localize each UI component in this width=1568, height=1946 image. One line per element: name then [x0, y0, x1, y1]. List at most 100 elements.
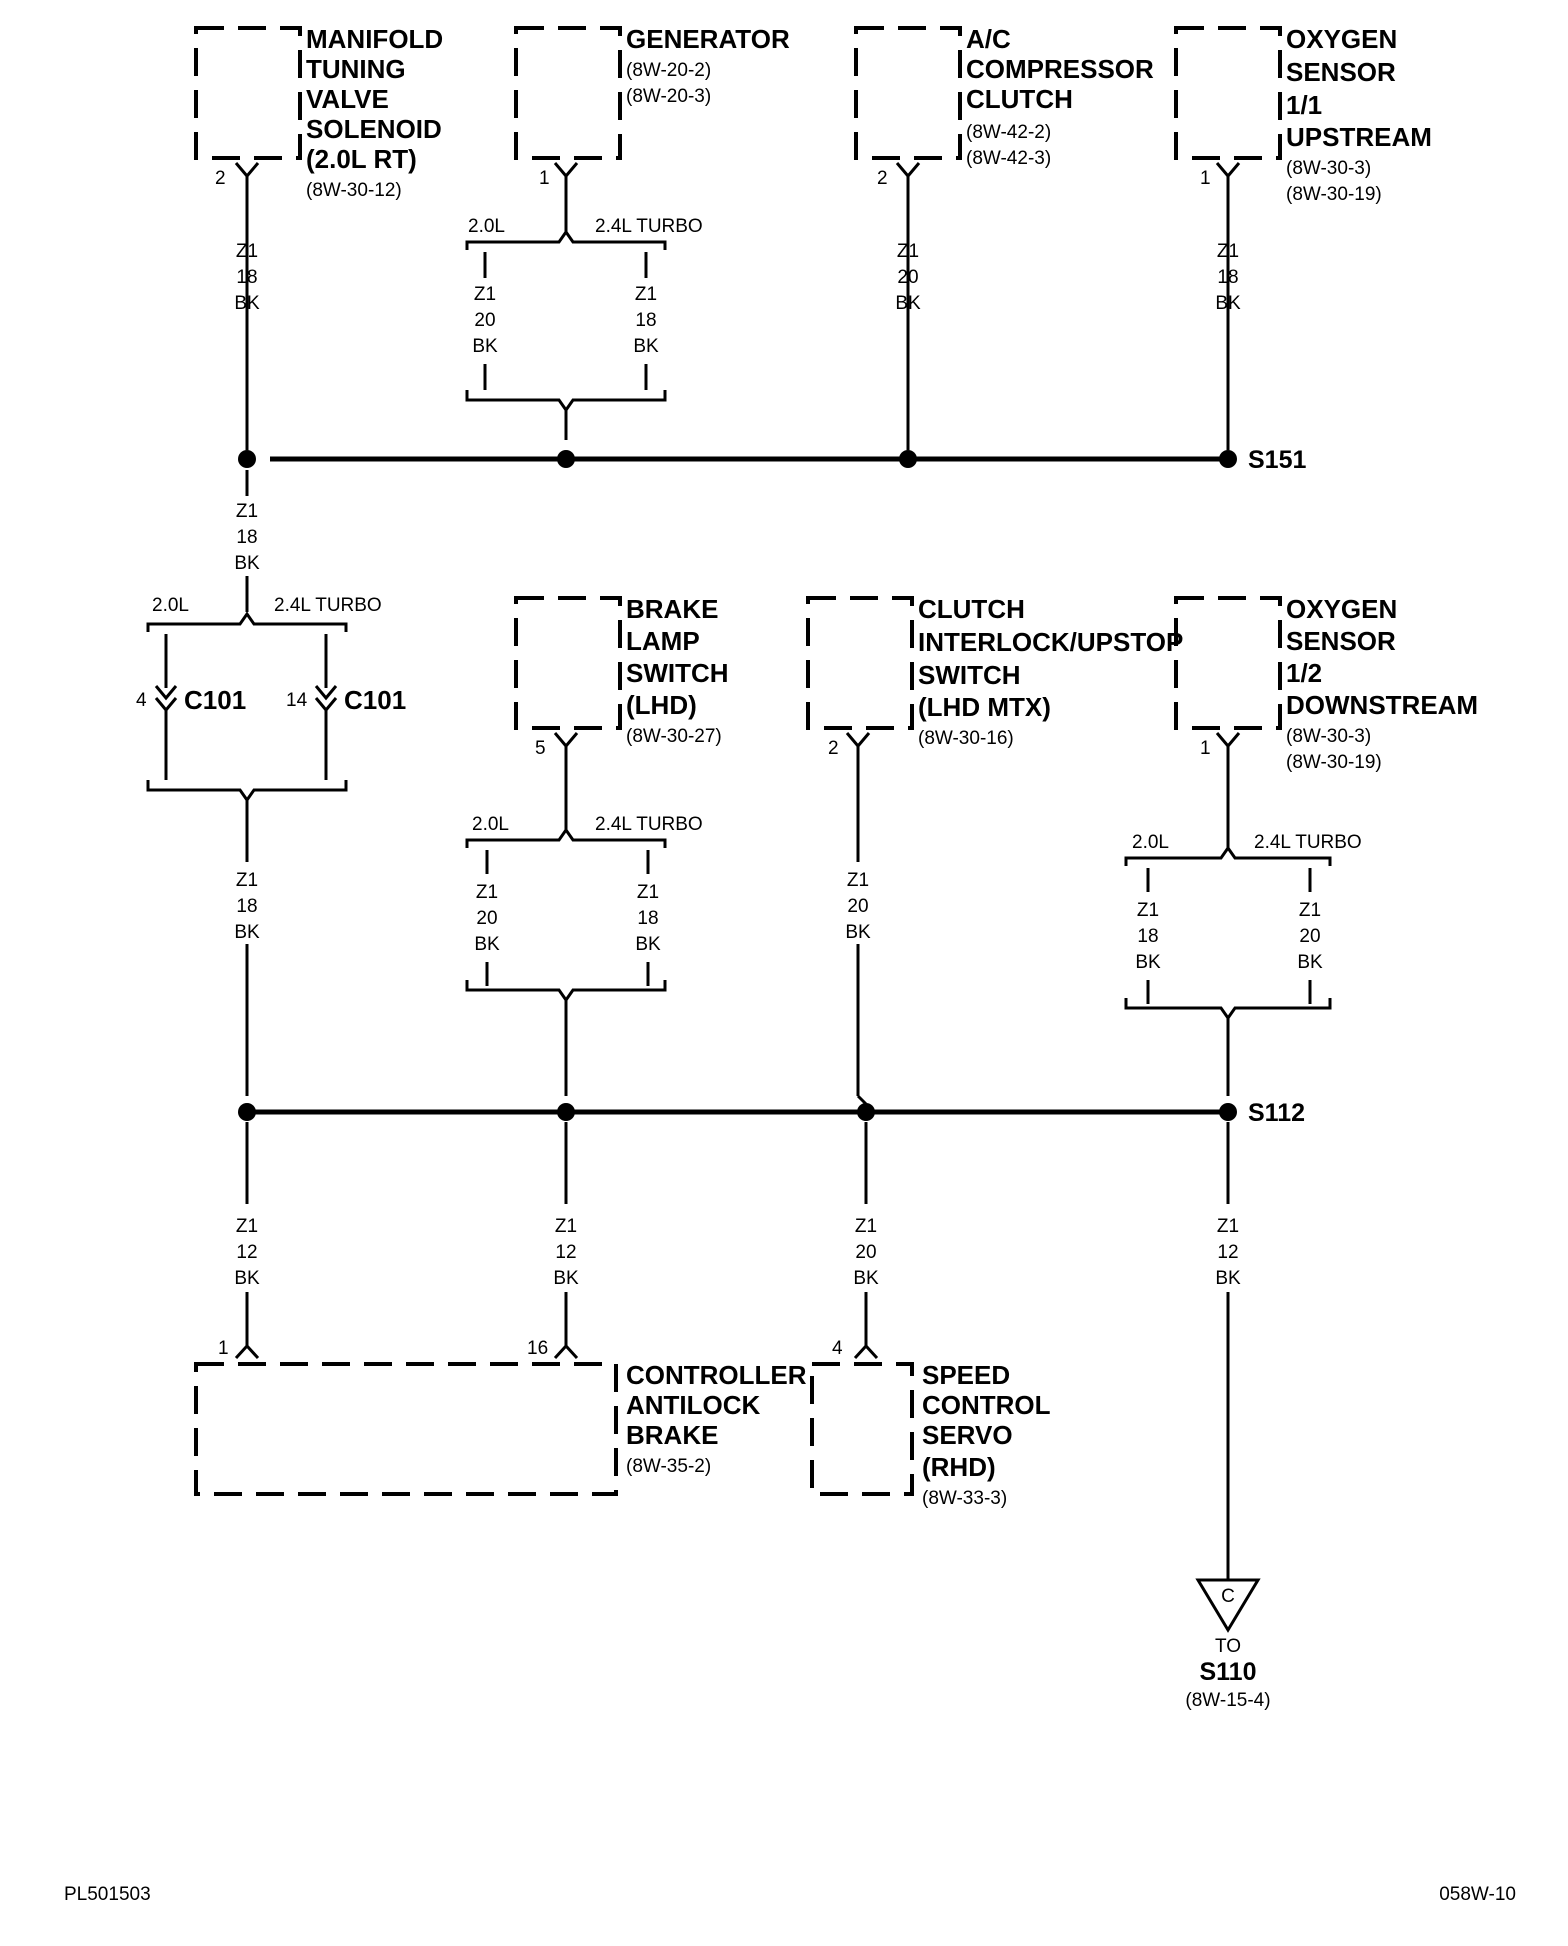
page-reference: (8W-35-2)	[626, 1456, 711, 1477]
wire-gauge: 20	[897, 267, 918, 288]
splice-node	[238, 450, 256, 468]
wire-color: BK	[553, 1268, 579, 1289]
page-reference: (8W-30-12)	[306, 180, 402, 201]
connector-c101: 2.0L 2.4L TURBO 4 C101 14 C101 Z1 18 BK	[136, 595, 406, 1096]
wire-circuit: Z1	[236, 1216, 258, 1237]
option-label-right: 2.4L TURBO	[1254, 832, 1362, 853]
pin-number: 1	[1200, 168, 1211, 189]
wire-circuit: Z1	[855, 1216, 877, 1237]
wire-color: BK	[234, 1268, 260, 1289]
wire-color: BK	[845, 922, 871, 943]
wire-gauge: 12	[236, 1242, 257, 1263]
page-reference: (8W-20-3)	[626, 86, 711, 107]
wire-gauge: 20	[855, 1242, 876, 1263]
component-name-line: UPSTREAM	[1286, 122, 1432, 152]
option-brace-top	[1124, 845, 1332, 866]
wire-circuit: Z1	[476, 882, 498, 903]
page-number: 058W-10	[1439, 1884, 1516, 1905]
component-controller-antilock-brake: 1 16 CONTROLLER ANTILOCK BRAKE (8W-35-2)	[194, 1338, 807, 1496]
pin-number: 2	[828, 738, 839, 759]
wire-gauge: 20	[1299, 926, 1320, 947]
wire-color: BK	[895, 293, 921, 314]
bottom-wire-2: Z1 12 BK	[553, 1122, 579, 1346]
off-page-letter: C	[1221, 1586, 1235, 1607]
option-brace-top	[146, 611, 348, 632]
component-name-line: (LHD)	[626, 690, 697, 720]
splice-node	[557, 1103, 575, 1121]
component-name-line: INTERLOCK/UPSTOP	[918, 627, 1183, 657]
off-page-connector-s110: C TO S110 (8W-15-4)	[1185, 1578, 1271, 1711]
component-name-line: (RHD)	[922, 1452, 996, 1482]
page-reference: (8W-15-4)	[1185, 1690, 1270, 1711]
wire-circuit: Z1	[637, 882, 659, 903]
pin-number: 1	[1200, 738, 1211, 759]
option-brace-bottom	[146, 780, 348, 803]
wire-color: BK	[853, 1268, 879, 1289]
component-name-line: SOLENOID	[306, 114, 442, 144]
pin-number: 1	[539, 168, 550, 189]
wire-gauge: 12	[1217, 1242, 1238, 1263]
wire-circuit: Z1	[236, 241, 258, 262]
wire-gauge: 20	[474, 310, 495, 331]
component-name-line: CONTROLLER	[626, 1360, 807, 1390]
connector-label: C101	[184, 685, 246, 715]
bottom-wire-1: Z1 12 BK	[234, 1122, 260, 1346]
wire-color: BK	[1215, 293, 1241, 314]
pin-number: 4	[832, 1338, 843, 1359]
component-oxygen-sensor-downstream: OXYGEN SENSOR 1/2 DOWNSTREAM (8W-30-3) (…	[1124, 594, 1478, 1096]
component-name-line: CONTROL	[922, 1390, 1051, 1420]
component-name-line: CLUTCH	[966, 84, 1073, 114]
wire-circuit: Z1	[847, 870, 869, 891]
trunk-wire: Z1 18 BK	[234, 470, 260, 612]
off-page-triangle-icon	[1195, 1578, 1261, 1633]
wire-gauge: 18	[1137, 926, 1158, 947]
off-page-to: TO	[1215, 1636, 1241, 1657]
wire-circuit: Z1	[1217, 1216, 1239, 1237]
option-brace-top	[465, 827, 667, 848]
connector-pin-symbol	[553, 1343, 579, 1360]
option-label-right: 2.4L TURBO	[595, 216, 703, 237]
component-speed-control-servo: 4 SPEED CONTROL SERVO (RHD) (8W-33-3)	[810, 1338, 1051, 1509]
component-name-line: SERVO	[922, 1420, 1013, 1450]
component-name-line: DOWNSTREAM	[1286, 690, 1478, 720]
component-name-line: GENERATOR	[626, 24, 790, 54]
page-reference: (8W-30-19)	[1286, 752, 1382, 773]
pin-number: 1	[218, 1338, 229, 1359]
bottom-wire-4: Z1 12 BK	[1215, 1122, 1241, 1580]
component-name-line: OXYGEN	[1286, 594, 1397, 624]
component-name-line: A/C	[966, 24, 1011, 54]
component-name-line: BRAKE	[626, 1420, 718, 1450]
component-name-line: SPEED	[922, 1360, 1010, 1390]
wire-color: BK	[474, 934, 500, 955]
pin-number: 2	[215, 168, 226, 189]
component-name-line: VALVE	[306, 84, 389, 114]
component-ac-compressor-clutch: A/C COMPRESSOR CLUTCH (8W-42-2) (8W-42-3…	[854, 24, 1154, 450]
component-brake-lamp-switch: BRAKE LAMP SWITCH (LHD) (8W-30-27) 5 2.0…	[465, 594, 729, 1096]
component-name-line: TUNING	[306, 54, 406, 84]
component-name-line: SENSOR	[1286, 626, 1396, 656]
wire-color: BK	[234, 293, 260, 314]
connector-label: C101	[344, 685, 406, 715]
component-generator: GENERATOR (8W-20-2) (8W-20-3) 1 2.0L 2.4…	[465, 24, 790, 440]
component-name-line: SENSOR	[1286, 57, 1396, 87]
component-name-line: CLUTCH	[918, 594, 1025, 624]
wire-color: BK	[1135, 952, 1161, 973]
page-reference: (8W-30-16)	[918, 728, 1014, 749]
pin-number: 14	[286, 690, 308, 711]
connector-pin-symbol	[234, 162, 260, 179]
page-reference: (8W-30-3)	[1286, 726, 1371, 747]
option-label-left: 2.0L	[152, 595, 189, 616]
wire-circuit: Z1	[474, 284, 496, 305]
splice-label: S151	[1248, 446, 1306, 474]
bottom-wire-3: Z1 20 BK	[853, 1122, 879, 1346]
component-oxygen-sensor-upstream: OXYGEN SENSOR 1/1 UPSTREAM (8W-30-3) (8W…	[1174, 24, 1432, 450]
wire-circuit: Z1	[1217, 241, 1239, 262]
wire-gauge: 18	[236, 267, 257, 288]
splice-node	[1219, 1103, 1237, 1121]
component-name-line: (LHD MTX)	[918, 692, 1051, 722]
wire-gauge: 20	[476, 908, 497, 929]
page-reference: (8W-20-2)	[626, 60, 711, 81]
connector-pin-symbol	[553, 162, 579, 179]
connector-pin-symbol	[845, 732, 871, 749]
